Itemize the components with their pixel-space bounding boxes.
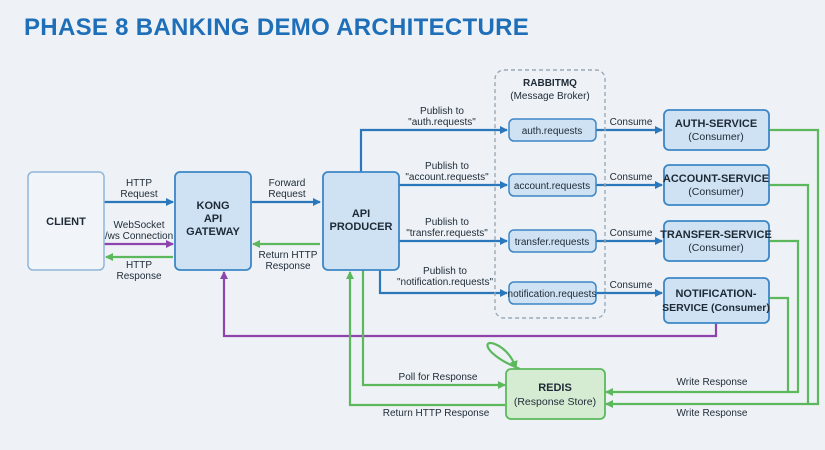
gateway-label-2: API (204, 213, 222, 225)
write-response-auth-line (605, 128, 820, 408)
auth-service-node: AUTH-SERVICE (Consumer) (663, 109, 770, 151)
http-response-label-1: HTTP (126, 260, 152, 271)
http-request-label-1: HTTP (126, 178, 152, 189)
forward-request-label-2: Request (268, 189, 305, 200)
poll-for-response-label: Poll for Response (399, 372, 478, 383)
queue-transfer-label: transfer.requests (515, 237, 589, 248)
queue-transfer: transfer.requests (508, 229, 597, 253)
redis-node: REDIS (Response Store) (505, 368, 606, 420)
client-label: CLIENT (46, 216, 86, 228)
http-response-label-2: Response (116, 271, 161, 282)
write-response-transfer-line (605, 239, 800, 396)
notification-service-node: NOTIFICATION- SERVICE (Consumer) (662, 277, 770, 324)
write-response-notification-line (769, 296, 790, 392)
consume-account-label: Consume (610, 172, 653, 183)
gateway-label-3: GATEWAY (186, 226, 240, 238)
publish-transfer-label-1: Publish to (425, 217, 469, 228)
return-http-response-label-1: Return HTTP (259, 250, 318, 261)
account-service-label: ACCOUNT-SERVICE (663, 173, 769, 185)
transfer-service-label: TRANSFER-SERVICE (660, 229, 772, 241)
page-title: PHASE 8 BANKING DEMO ARCHITECTURE (24, 14, 530, 41)
forward-request-label-1: Forward (269, 178, 306, 189)
queue-auth: auth.requests (508, 118, 597, 142)
publish-notification-label-2: "notification.requests" (397, 277, 493, 288)
broker-title: RABBITMQ (523, 78, 577, 89)
return-http-response-bottom-label: Return HTTP Response (383, 408, 490, 419)
broker-subtitle: (Message Broker) (510, 91, 589, 102)
transfer-service-sub: (Consumer) (688, 242, 743, 254)
return-http-response-bottom-arrow (346, 271, 505, 407)
write-response-label-1: Write Response (677, 377, 748, 388)
http-request-label-2: Request (120, 189, 157, 200)
queue-notification: notification.requests (508, 281, 597, 305)
publish-auth-label-2: "auth.requests" (408, 117, 476, 128)
publish-notification-arrow (378, 268, 508, 297)
transfer-service-node: TRANSFER-SERVICE (Consumer) (660, 220, 772, 262)
redis-polling-loop (486, 342, 521, 371)
redis-label: REDIS (538, 382, 572, 394)
rabbitmq-broker-group: RABBITMQ (Message Broker) (494, 69, 606, 319)
write-response-account-line (769, 183, 810, 404)
queue-account-label: account.requests (514, 181, 590, 192)
redis-sub: (Response Store) (514, 396, 596, 408)
api-producer-node: API PRODUCER (322, 171, 400, 271)
consume-notification-label: Consume (610, 280, 653, 291)
client-node: CLIENT (27, 171, 105, 271)
publish-auth-arrow (359, 126, 508, 172)
publish-account-label-1: Publish to (425, 161, 469, 172)
websocket-label-1: WebSocket (114, 220, 165, 231)
account-service-sub: (Consumer) (688, 186, 743, 198)
publish-transfer-label-2: "transfer.requests" (406, 228, 488, 239)
publish-account-label-2: "account.requests" (405, 172, 489, 183)
publish-auth-label-1: Publish to (420, 106, 464, 117)
kong-gateway-node: KONG API GATEWAY (174, 171, 252, 271)
consume-transfer-label: Consume (610, 228, 653, 239)
auth-service-sub: (Consumer) (688, 131, 743, 143)
consume-auth-label: Consume (610, 117, 653, 128)
queue-account: account.requests (508, 173, 597, 197)
producer-label-2: PRODUCER (330, 221, 393, 233)
producer-label-1: API (352, 208, 370, 220)
account-service-node: ACCOUNT-SERVICE (Consumer) (663, 164, 770, 206)
websocket-label-2: /ws Connection (105, 231, 173, 242)
notification-service-sub: SERVICE (Consumer) (662, 302, 770, 314)
auth-service-label: AUTH-SERVICE (675, 118, 757, 130)
notification-service-label: NOTIFICATION- (675, 288, 756, 300)
queue-auth-label: auth.requests (522, 126, 583, 137)
notification-push-arrow (220, 271, 718, 338)
gateway-label-1: KONG (197, 200, 230, 212)
publish-notification-label-1: Publish to (423, 266, 467, 277)
queue-notification-label: notification.requests (508, 289, 597, 300)
return-http-response-label-2: Response (265, 261, 310, 272)
poll-for-response-arrow (361, 270, 506, 389)
write-response-label-2: Write Response (677, 408, 748, 419)
